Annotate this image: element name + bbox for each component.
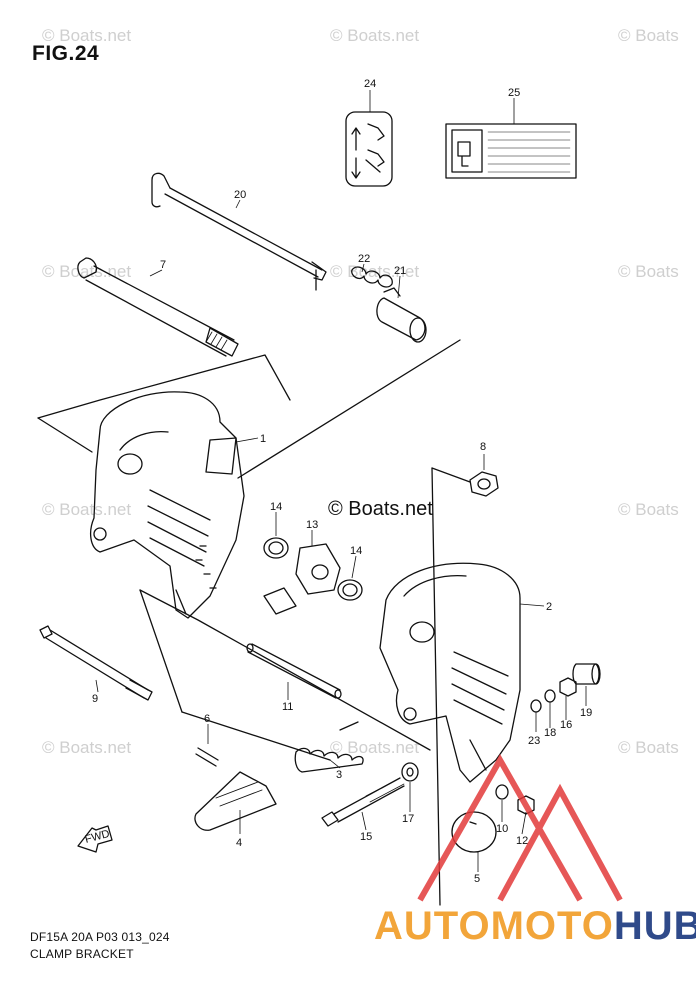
part-14-bushing bbox=[337, 579, 363, 601]
callout-20: 20 bbox=[234, 189, 246, 201]
part-24-decal bbox=[345, 111, 393, 187]
callout-11: 11 bbox=[282, 701, 293, 713]
part-11-pin bbox=[246, 643, 342, 699]
callout-15: 15 bbox=[360, 831, 372, 843]
brand-logo: AUTOMOTOHUB bbox=[374, 904, 696, 949]
watermark: © Boats.net bbox=[330, 26, 420, 45]
part-14-bushing bbox=[263, 537, 289, 559]
part-2-clamp-bracket bbox=[379, 562, 521, 783]
leader-line bbox=[139, 589, 183, 713]
callout-21: 21 bbox=[394, 265, 406, 277]
watermark: © Boats.net bbox=[42, 500, 132, 519]
part-15-bolt bbox=[321, 777, 405, 827]
callout-1: 1 bbox=[260, 433, 266, 445]
callout-23: 23 bbox=[528, 735, 540, 747]
part-14-bushing bbox=[342, 583, 358, 597]
leader-line bbox=[37, 354, 291, 419]
part-14-bushing bbox=[268, 541, 284, 555]
callout-22: 22 bbox=[358, 253, 370, 265]
watermark: © Boats.net bbox=[330, 738, 420, 757]
callout-9: 9 bbox=[92, 693, 98, 705]
watermark: © Boats.net bbox=[42, 26, 132, 45]
part-21-sleeve bbox=[376, 287, 427, 343]
callout-12: 12 bbox=[516, 835, 528, 847]
watermark: © Boats bbox=[618, 738, 679, 757]
part-18-washer bbox=[544, 689, 556, 703]
callout-3: 3 bbox=[336, 769, 342, 781]
figure-title: FIG.24 bbox=[32, 42, 100, 65]
part-22-spring bbox=[351, 266, 393, 288]
part-17-washer bbox=[401, 762, 419, 782]
callout-6: 6 bbox=[204, 713, 210, 725]
part-5-plate bbox=[451, 811, 497, 853]
part-4-lever bbox=[194, 771, 277, 831]
logo-part-1: AUTOMOTO bbox=[374, 904, 614, 948]
part-7-bolt bbox=[77, 257, 239, 357]
callout-13: 13 bbox=[306, 519, 318, 531]
part-23-washer bbox=[530, 699, 542, 713]
callout-5: 5 bbox=[474, 873, 480, 885]
leader-line bbox=[37, 417, 93, 453]
watermark: © Boats.net bbox=[42, 738, 132, 757]
part-19-cap bbox=[572, 663, 601, 685]
watermark: © Boats bbox=[618, 500, 679, 519]
logo-triangle-icon bbox=[417, 753, 623, 902]
callout-24: 24 bbox=[364, 78, 376, 90]
callout-14: 14 bbox=[350, 545, 362, 557]
part-3-spring bbox=[294, 721, 364, 773]
part-9-bolt bbox=[39, 625, 153, 701]
callout-17: 17 bbox=[402, 813, 414, 825]
part-8-nut bbox=[469, 471, 499, 497]
part-1-clamp-bracket bbox=[89, 391, 245, 619]
watermark: © Boats.net bbox=[42, 262, 132, 281]
leader-line bbox=[139, 589, 431, 751]
leader-line bbox=[181, 711, 331, 761]
part-6-pin bbox=[195, 747, 219, 767]
figure-code: DF15A 20A P03 013_024 bbox=[30, 930, 170, 944]
callout-18: 18 bbox=[544, 727, 556, 739]
part-20-rod bbox=[151, 172, 327, 291]
callout-19: 19 bbox=[580, 707, 592, 719]
callout-25: 25 bbox=[508, 87, 520, 99]
part-25-label bbox=[445, 123, 577, 179]
callout-14: 14 bbox=[270, 501, 282, 513]
part-12-nut bbox=[517, 795, 535, 815]
callout-4: 4 bbox=[236, 837, 242, 849]
part-17-washer bbox=[406, 767, 414, 777]
callout-16: 16 bbox=[560, 719, 572, 731]
figure-name: CLAMP BRACKET bbox=[30, 947, 134, 961]
center-watermark: © Boats.net bbox=[328, 498, 433, 520]
callout-8: 8 bbox=[480, 441, 486, 453]
logo-part-2: HUB bbox=[613, 904, 696, 948]
part-10-washer bbox=[495, 784, 509, 800]
callout-2: 2 bbox=[546, 601, 552, 613]
watermark: © Boats bbox=[618, 26, 679, 45]
leader-line bbox=[431, 467, 471, 483]
callout-7: 7 bbox=[160, 259, 166, 271]
part-13-stopper bbox=[263, 543, 341, 615]
watermark: © Boats bbox=[618, 262, 679, 281]
fwd-arrow-icon bbox=[77, 825, 113, 853]
leader-line bbox=[431, 467, 441, 906]
part-16-nut bbox=[559, 677, 577, 697]
leader-line bbox=[237, 339, 461, 479]
callout-10: 10 bbox=[496, 823, 508, 835]
